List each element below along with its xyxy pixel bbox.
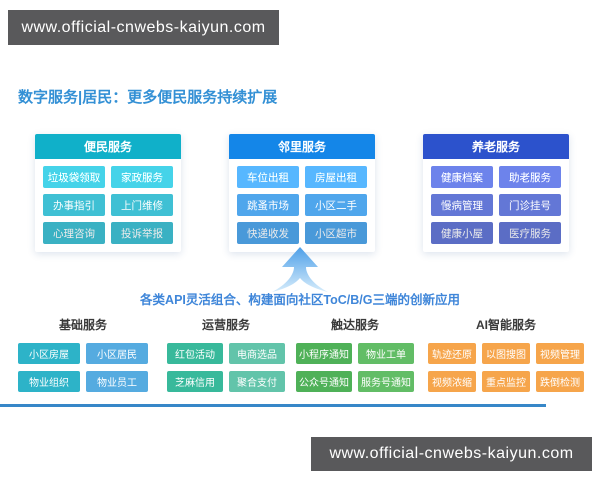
group-basic-services: 基础服务 小区房屋 小区居民 物业组织 物业员工 (18, 316, 148, 392)
group-operation-services: 运营服务 红包活动 电商选品 芝麻信用 聚合支付 (167, 316, 285, 392)
watermark-banner-bottom: www.official-cnwebs-kaiyun.com (311, 437, 592, 471)
group-reach-title: 触达服务 (330, 318, 379, 332)
group-operation-title: 运营服务 (201, 318, 250, 332)
arrow-caption: 各类API灵活组合、构建面向社区ToC/B/G三端的创新应用 (140, 293, 460, 307)
api-chip: 服务号通知 (358, 371, 414, 392)
service-chip: 慢病管理 (431, 194, 493, 216)
api-chip: 小程序通知 (296, 343, 352, 364)
panel-eldercare-services: 养老服务 健康档案 助老服务 慢病管理 门诊挂号 健康小屋 医疗服务 (423, 134, 569, 252)
panel-convenience-body: 垃圾袋领取 家政服务 办事指引 上门维修 心理咨询 投诉举报 (35, 159, 181, 252)
service-chip: 助老服务 (499, 166, 561, 188)
panel-eldercare-body: 健康档案 助老服务 慢病管理 门诊挂号 健康小屋 医疗服务 (423, 159, 569, 252)
panel-neighborhood-header: 邻里服务 (229, 134, 375, 159)
group-ai-title: AI智能服务 (475, 318, 536, 332)
service-chip: 心理咨询 (43, 222, 105, 244)
api-chip: 小区居民 (86, 343, 148, 364)
service-chip: 医疗服务 (499, 222, 561, 244)
group-basic-grid: 小区房屋 小区居民 物业组织 物业员工 (18, 343, 148, 392)
group-ai-grid: 轨迹还原 以图搜图 视频管理 视频浓缩 重点监控 跌倒检测 (428, 343, 584, 392)
api-chip: 红包活动 (167, 343, 223, 364)
api-chip: 轨迹还原 (428, 343, 476, 364)
api-chip: 芝麻信用 (167, 371, 223, 392)
service-chip: 房屋出租 (305, 166, 367, 188)
panel-neighborhood-services: 邻里服务 车位出租 房屋出租 跳蚤市场 小区二手 快递收发 小区超市 (229, 134, 375, 252)
service-chip: 快递收发 (237, 222, 299, 244)
service-chip: 跳蚤市场 (237, 194, 299, 216)
group-ai-services: AI智能服务 轨迹还原 以图搜图 视频管理 视频浓缩 重点监控 跌倒检测 (428, 316, 584, 392)
group-reach-services: 触达服务 小程序通知 物业工单 公众号通知 服务号通知 (296, 316, 414, 392)
api-chip: 物业员工 (86, 371, 148, 392)
panel-neighborhood-body: 车位出租 房屋出租 跳蚤市场 小区二手 快递收发 小区超市 (229, 159, 375, 252)
group-operation-grid: 红包活动 电商选品 芝麻信用 聚合支付 (167, 343, 285, 392)
service-chip: 门诊挂号 (499, 194, 561, 216)
service-chip: 健康小屋 (431, 222, 493, 244)
api-chip: 跌倒检测 (536, 371, 584, 392)
api-chip: 公众号通知 (296, 371, 352, 392)
api-chip: 视频管理 (536, 343, 584, 364)
service-chip: 车位出租 (237, 166, 299, 188)
api-chip: 以图搜图 (482, 343, 530, 364)
service-chip: 健康档案 (431, 166, 493, 188)
group-reach-grid: 小程序通知 物业工单 公众号通知 服务号通知 (296, 343, 414, 392)
service-chip: 办事指引 (43, 194, 105, 216)
panel-convenience-services: 便民服务 垃圾袋领取 家政服务 办事指引 上门维修 心理咨询 投诉举报 (35, 134, 181, 252)
api-chip: 物业组织 (18, 371, 80, 392)
up-arrow-icon (272, 247, 328, 292)
api-chip: 聚合支付 (229, 371, 285, 392)
watermark-banner-top: www.official-cnwebs-kaiyun.com (8, 10, 279, 45)
service-chip: 小区二手 (305, 194, 367, 216)
api-chip: 电商选品 (229, 343, 285, 364)
panel-convenience-header: 便民服务 (35, 134, 181, 159)
page-title: 数字服务|居民：更多便民服务持续扩展 (18, 89, 278, 106)
service-chip: 上门维修 (111, 194, 173, 216)
service-chip: 小区超市 (305, 222, 367, 244)
api-chip: 重点监控 (482, 371, 530, 392)
api-chip: 小区房屋 (18, 343, 80, 364)
panel-eldercare-header: 养老服务 (423, 134, 569, 159)
group-basic-title: 基础服务 (58, 318, 107, 332)
service-chip: 投诉举报 (111, 222, 173, 244)
service-chip: 垃圾袋领取 (43, 166, 105, 188)
api-chip: 物业工单 (358, 343, 414, 364)
api-chip: 视频浓缩 (428, 371, 476, 392)
service-chip: 家政服务 (111, 166, 173, 188)
bottom-divider-line (0, 404, 546, 407)
